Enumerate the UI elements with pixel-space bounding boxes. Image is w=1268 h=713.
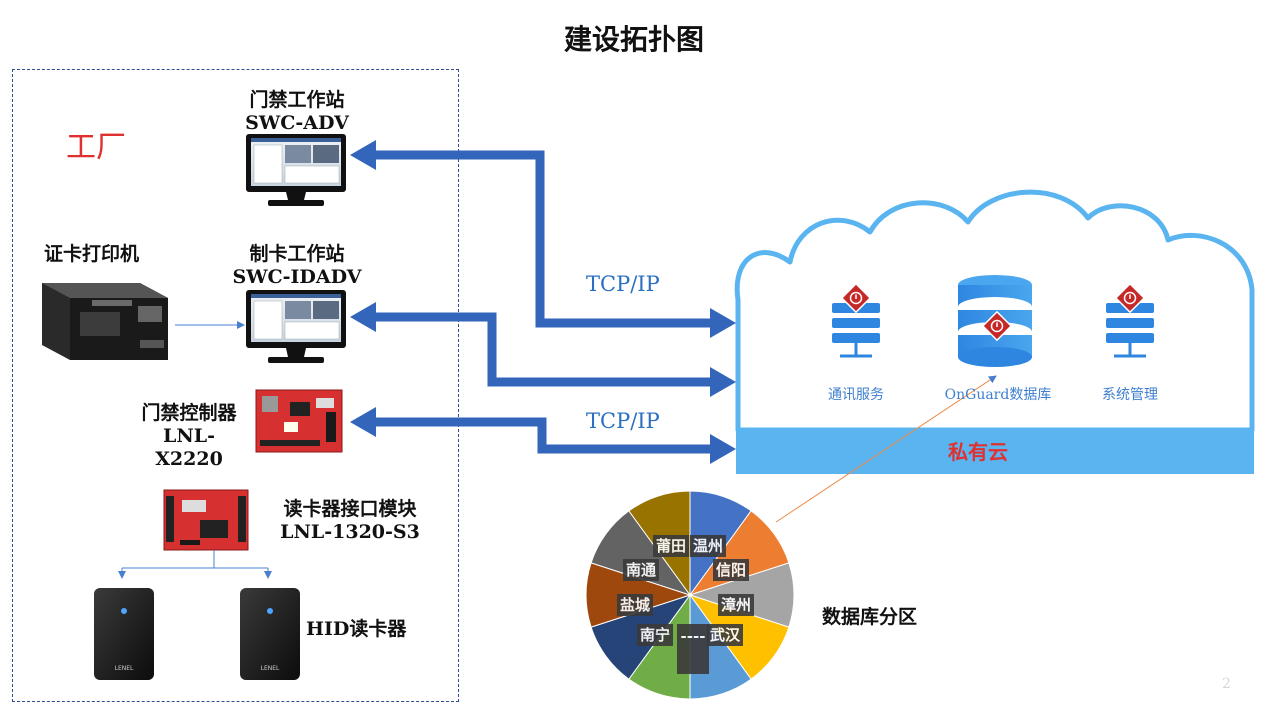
reader-brand-1: LENEL [115, 665, 134, 672]
system-management-label: 系统管理 [1102, 387, 1158, 403]
reader-module-name: 读卡器接口模块 [283, 498, 417, 520]
card-workstation-model: SWC-IDADV [232, 266, 362, 288]
partition-link [775, 375, 997, 523]
link-access-workstation [374, 150, 712, 328]
page-title: 建设拓扑图 [563, 23, 704, 56]
pie-label-other: ---- [677, 624, 709, 674]
onguard-database-icon [958, 275, 1032, 367]
controller-label: 门禁控制器 LNL-X2220 [130, 402, 248, 471]
hid-reader-label: HID读卡器 [306, 618, 407, 640]
access-workstation-label: 门禁工作站 SWC-ADV [222, 89, 372, 135]
card-printer-label: 证卡打印机 [44, 243, 140, 265]
system-management-icon [1106, 282, 1154, 358]
private-cloud-label: 私有云 [948, 440, 1008, 464]
card-workstation-name: 制卡工作站 [249, 243, 345, 265]
pie-label-wuhan: 武汉 [707, 624, 744, 646]
controller-model: LNL-X2220 [155, 425, 223, 470]
reader-brand-2: LENEL [261, 665, 280, 672]
link-controller [374, 417, 712, 454]
reader-module-label: 读卡器接口模块 LNL-1320-S3 [262, 498, 438, 544]
tcp-label-top: TCP/IP [586, 272, 660, 296]
controller-name: 门禁控制器 [141, 402, 237, 424]
arrow-heads [350, 140, 736, 464]
factory-label: 工厂 [66, 130, 126, 165]
comm-service-label: 通讯服务 [828, 387, 884, 403]
pie-label-xinyang: 信阳 [713, 559, 750, 581]
comm-service-icon [832, 282, 880, 358]
reader-module-model: LNL-1320-S3 [280, 521, 420, 543]
pie-label-yancheng: 盐城 [617, 594, 654, 616]
reader-interface-module [163, 489, 249, 551]
controller-board [255, 389, 343, 453]
connection-arrows [374, 150, 712, 454]
pie-label-nantong: 南通 [623, 559, 660, 581]
card-printer [42, 283, 168, 360]
hid-reader-2: LENEL [240, 588, 300, 680]
onguard-database-label: OnGuard数据库 [944, 387, 1052, 403]
access-workstation-name: 门禁工作站 [249, 89, 345, 111]
access-workstation-monitor [246, 134, 346, 206]
reader-wiring [118, 550, 272, 579]
pie-label-nanning: 南宁 [637, 624, 674, 646]
pie-label-wenzhou: 温州 [690, 535, 727, 557]
factory-boundary [12, 69, 459, 702]
database-partition-label: 数据库分区 [822, 606, 918, 628]
tcp-label-bottom: TCP/IP [586, 409, 660, 433]
page-number: 2 [1222, 676, 1231, 692]
pie-label-zhangzhou: 漳州 [718, 594, 755, 616]
link-card-workstation [374, 312, 712, 387]
access-workstation-model: SWC-ADV [245, 112, 349, 134]
pie-label-putian: 莆田 [653, 535, 690, 557]
card-workstation-monitor [246, 290, 346, 363]
card-workstation-label: 制卡工作站 SWC-IDADV [212, 243, 382, 289]
hid-reader-1: LENEL [94, 588, 154, 680]
